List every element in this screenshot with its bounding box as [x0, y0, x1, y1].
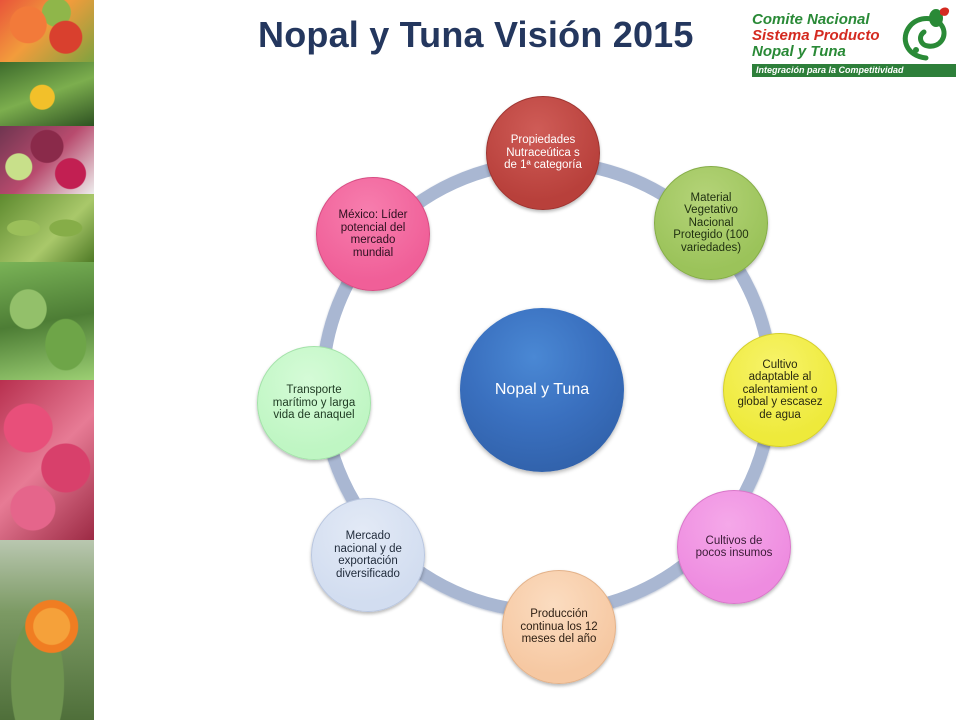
- photo-strip: [0, 0, 94, 720]
- photo-red-tunas: [0, 380, 94, 540]
- logo-line-1: Comite Nacional: [752, 11, 870, 28]
- photo-cactus-flower-orange: [0, 540, 94, 720]
- cycle-node-plant-material: Material Vegetativo Nacional Protegido (…: [654, 166, 768, 280]
- cycle-node-world-leader: México: Líder potencial del mercado mund…: [316, 177, 430, 291]
- cycle-node-maritime-transport: Transporte marítimo y larga vida de anaq…: [257, 346, 371, 460]
- center-node: Nopal y Tuna: [460, 308, 624, 472]
- photo-cactus-flower-yellow: [0, 62, 94, 126]
- cycle-node-diversified-market: Mercado nacional y de exportación divers…: [311, 498, 425, 612]
- organization-logo: Comite Nacional Sistema Producto Nopal y…: [748, 6, 958, 77]
- photo-cut-tunas: [0, 126, 94, 194]
- cycle-node-nutraceutical: Propiedades Nutraceútica s de 1ª categor…: [486, 96, 600, 210]
- slide-title: Nopal y Tuna Visión 2015: [258, 14, 694, 55]
- logo-line-2: Sistema Producto: [752, 27, 880, 44]
- photo-green-tunas: [0, 194, 94, 262]
- cycle-node-year-round-production: Producción continua los 12 meses del año: [502, 570, 616, 684]
- cycle-node-climate-adaptable: Cultivo adaptable al calentamient o glob…: [723, 333, 837, 447]
- cycle-node-low-inputs: Cultivos de pocos insumos: [677, 490, 791, 604]
- logo-line-3: Nopal y Tuna: [752, 43, 846, 60]
- logo-tagline: Integración para la Competitividad: [752, 64, 956, 77]
- photo-nopal-plants: [0, 262, 94, 380]
- logo-text: Comite Nacional Sistema Producto Nopal y…: [752, 12, 880, 60]
- cactus-swirl-icon: [902, 7, 950, 61]
- photo-tunas-orange: [0, 0, 94, 62]
